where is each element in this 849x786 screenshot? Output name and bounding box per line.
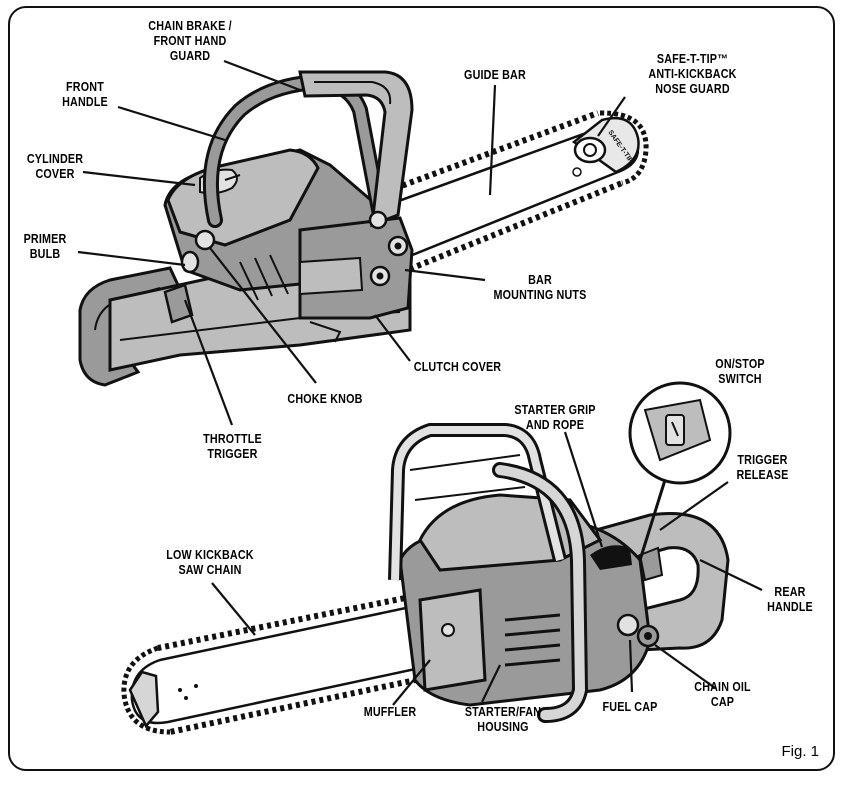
label-muffler: MUFFLER xyxy=(363,705,417,719)
label-safe-t-tip: SAFE-T-TIP™ ANTI-KICKBACK NOSE GUARD xyxy=(648,52,737,96)
bottom-body xyxy=(388,423,730,723)
label-starter-grip: STARTER GRIP AND ROPE xyxy=(514,403,596,432)
label-chain-oil-cap: CHAIN OIL CAP xyxy=(694,680,751,709)
leader-lines xyxy=(77,59,763,706)
label-throttle-trigger: THROTTLE TRIGGER xyxy=(203,432,262,461)
label-cylinder-cover: CYLINDER COVER xyxy=(26,152,84,181)
label-low-kickback: LOW KICKBACK SAW CHAIN xyxy=(166,548,254,577)
top-chainsaw: SAFE-T-TIP xyxy=(78,70,649,387)
figure-label: Fig. 1 xyxy=(781,743,819,760)
top-body xyxy=(78,70,414,387)
label-chain-brake: CHAIN BRAKE / FRONT HAND GUARD xyxy=(148,19,232,63)
nose-guard: SAFE-T-TIP xyxy=(571,116,640,177)
label-on-stop-switch: ON/STOP SWITCH xyxy=(715,357,765,386)
figure-frame xyxy=(8,6,835,771)
label-choke-knob: CHOKE KNOB xyxy=(287,392,363,406)
label-primer-bulb: PRIMER BULB xyxy=(23,232,67,261)
bottom-chainsaw xyxy=(121,423,730,735)
bottom-guide-bar xyxy=(121,592,426,735)
on-stop-switch-inset xyxy=(628,381,732,561)
label-trigger-release: TRIGGER RELEASE xyxy=(736,453,789,482)
label-clutch-cover: CLUTCH COVER xyxy=(413,360,502,374)
label-starter-fan: STARTER/FAN HOUSING xyxy=(464,705,542,734)
label-rear-handle: REAR HANDLE xyxy=(767,585,813,614)
label-bar-mounting-nuts: BAR MOUNTING NUTS xyxy=(493,273,587,302)
label-guide-bar: GUIDE BAR xyxy=(464,68,526,82)
label-fuel-cap: FUEL CAP xyxy=(602,700,658,714)
label-front-handle: FRONT HANDLE xyxy=(62,80,108,109)
